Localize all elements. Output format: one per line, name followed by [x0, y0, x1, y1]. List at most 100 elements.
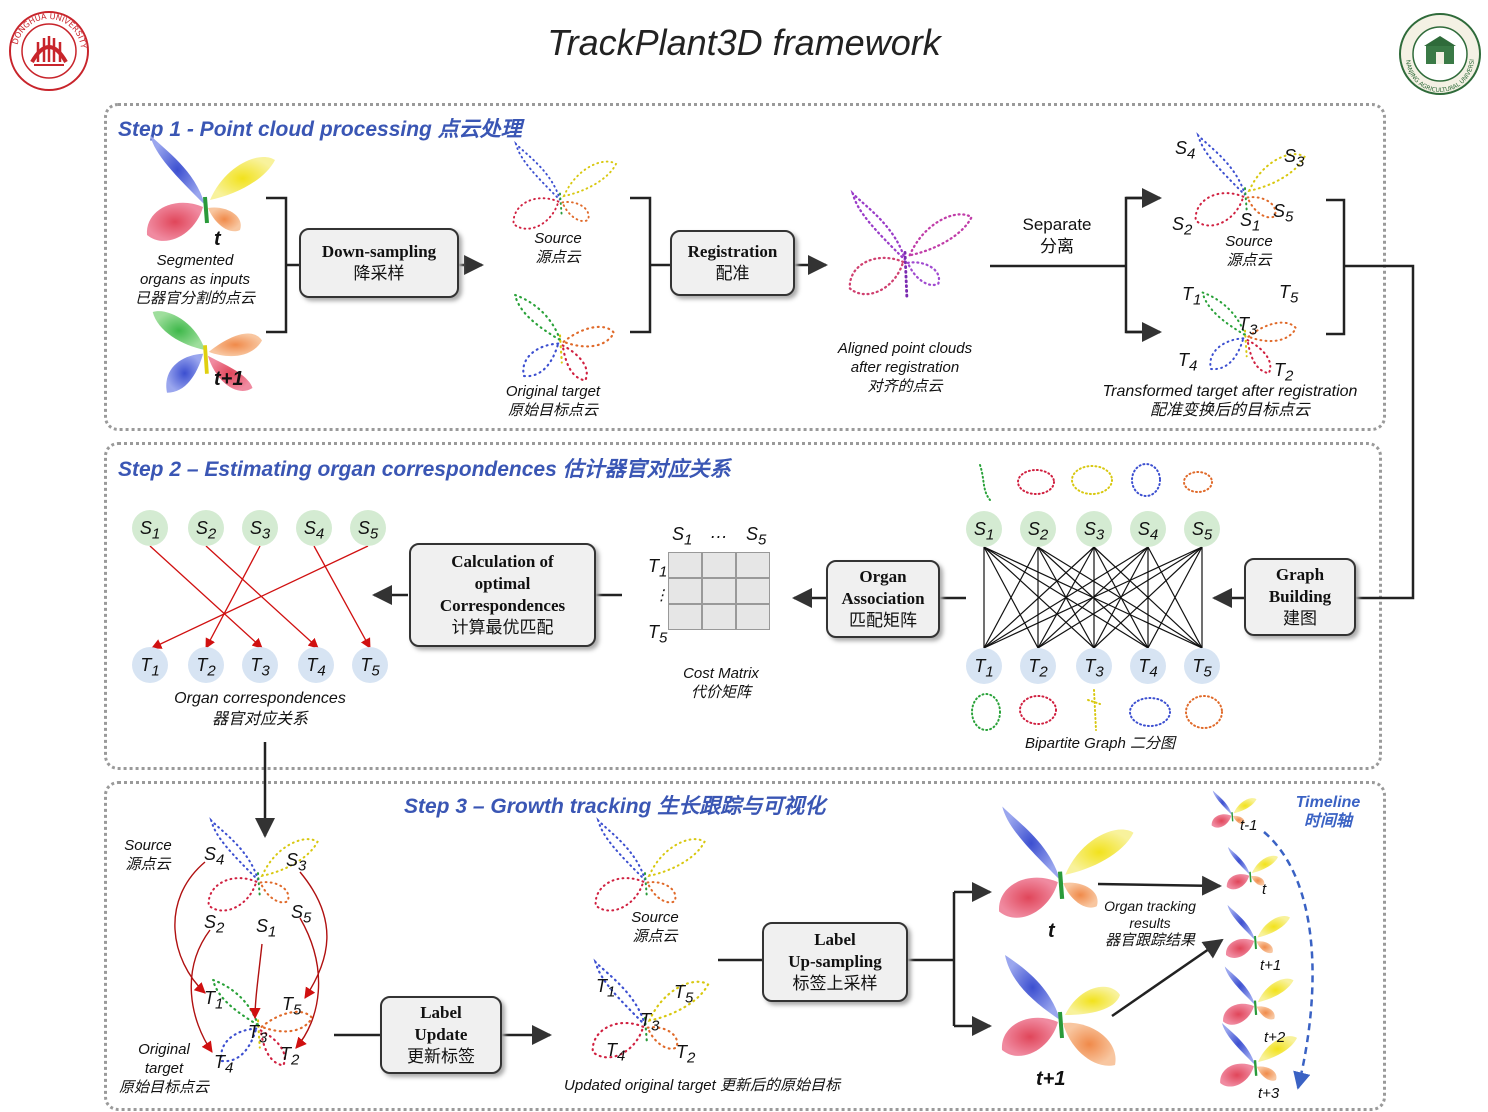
s3-t1-label: T1	[204, 988, 224, 1013]
step3-ot-line1: Original	[138, 1041, 190, 1058]
aligned-line3: 对齐的点云	[867, 378, 943, 395]
matrix-cell	[736, 578, 770, 604]
graph-building-line2: Building	[1268, 587, 1332, 606]
timeline-t-plus-3: t+3	[1258, 1085, 1280, 1102]
corr-t2: T2	[188, 647, 224, 683]
calc-cn: 计算最优匹配	[451, 618, 554, 638]
registration-label: Registration	[687, 242, 778, 261]
cost-matrix	[668, 552, 772, 630]
s1-label: S1	[1240, 210, 1261, 235]
aligned-line1: Aligned point clouds	[837, 340, 973, 357]
step2-title: Step 2 – Estimating organ correspondence…	[118, 458, 731, 481]
cost-matrix-cn: 代价矩阵	[690, 684, 751, 701]
s3-t2-label: T2	[280, 1044, 300, 1069]
matrix-cell	[668, 552, 702, 578]
s3-label: S3	[1284, 146, 1305, 171]
t3-label: T3	[1238, 314, 1258, 339]
original-target-label: Original target 原始目标点云	[486, 382, 620, 420]
downsampling-label-cn: 降采样	[353, 264, 405, 284]
matrix-cell	[702, 604, 736, 630]
upd-t4-label: T4	[606, 1040, 626, 1065]
upsampling-cn: 标签上采样	[792, 974, 878, 994]
calc-box: Calculation of optimal Correspondences 计…	[409, 543, 596, 647]
registration-label-cn: 配准	[715, 264, 750, 284]
s2-label: S2	[1172, 214, 1193, 239]
source2-en: Source	[1225, 233, 1273, 250]
registration-box: Registration 配准	[670, 230, 795, 296]
s3-s2-label: S2	[204, 912, 225, 937]
step3-source-cn: 源点云	[125, 856, 171, 873]
step3-source-en: Source	[124, 837, 172, 854]
step1-input-label: Segmented organs as inputs 已器官分割的点云	[120, 251, 270, 308]
updated-target-label: Updated original target 更新后的原始目标	[564, 1077, 840, 1094]
original-target-en: Original target	[505, 383, 601, 400]
timeline-label: Timeline 时间轴	[1288, 793, 1368, 831]
step3-ot-cn: 原始目标点云	[118, 1079, 209, 1096]
original-target-cn: 原始目标点云	[507, 402, 598, 419]
cost-matrix-en: Cost Matrix	[683, 665, 759, 682]
calc-line3: Correspondences	[439, 596, 566, 615]
aligned-line2: after registration	[850, 359, 960, 376]
corr-s2: S2	[188, 510, 224, 546]
separate-en: Separate	[1022, 215, 1092, 234]
step3-t-label: t	[1048, 920, 1055, 942]
s3-s1-label: S1	[256, 916, 277, 941]
bip-t2: T2	[1020, 648, 1056, 684]
bip-t4: T4	[1130, 648, 1166, 684]
upd-t2-label: T2	[676, 1042, 696, 1067]
separate-cn: 分离	[1040, 237, 1074, 256]
label-update-cn: 更新标签	[407, 1047, 475, 1067]
organ-association-box: Organ Association 匹配矩阵	[826, 560, 940, 638]
matrix-cell	[702, 578, 736, 604]
step3-source2-en: Source	[631, 909, 679, 926]
matrix-col-s5: S5	[746, 524, 767, 549]
s3-t4-label: T4	[214, 1052, 234, 1077]
bipartite-label: Bipartite Graph 二分图	[1024, 735, 1176, 752]
s4-label: S4	[1175, 138, 1196, 163]
step1-title: Step 1 - Point cloud processing 点云处理	[118, 118, 522, 141]
matrix-cell	[668, 578, 702, 604]
organ-corr-cn: 器官对应关系	[211, 711, 308, 728]
step3-source2-cn: 源点云	[632, 928, 678, 945]
page-title: TrackPlant3D framework	[547, 22, 941, 63]
input-label-line3: 已器官分割的点云	[134, 290, 255, 307]
t4-label: T4	[1178, 350, 1198, 375]
bip-s4: S4	[1130, 511, 1166, 547]
matrix-cell	[736, 552, 770, 578]
graph-building-box: Graph Building 建图	[1244, 558, 1356, 636]
organ-association-line1: Organ	[859, 567, 907, 586]
step3-t1-label: t+1	[1036, 1068, 1066, 1090]
step3-original-target: Original target 原始目标点云	[108, 1040, 220, 1097]
matrix-row-t1: T1	[648, 556, 668, 581]
cost-matrix-label: Cost Matrix 代价矩阵	[664, 664, 778, 702]
calc-line1: Calculation of	[451, 552, 554, 571]
label-update-line1: Label	[420, 1003, 462, 1022]
graph-building-line1: Graph	[1275, 565, 1325, 584]
corr-s4: S4	[296, 510, 332, 546]
step3-title: Step 3 – Growth tracking 生长跟踪与可视化	[404, 795, 826, 818]
source2-cn: 源点云	[1226, 252, 1272, 269]
step3-source-label: Source 源点云	[110, 836, 186, 874]
graph-building-cn: 建图	[1283, 609, 1317, 629]
bip-t3: T3	[1076, 648, 1112, 684]
corr-s1: S1	[132, 510, 168, 546]
source-label-cn: 源点云	[535, 249, 581, 266]
t2-label: T2	[1274, 360, 1294, 385]
step3-ot-line2: target	[144, 1060, 184, 1077]
timeline-t-plus-1: t+1	[1260, 957, 1282, 974]
organ-association-line2: Association	[841, 589, 925, 608]
source-label-en: Source	[534, 230, 582, 247]
s3-s3-label: S3	[286, 850, 307, 875]
timeline-en: Timeline	[1295, 794, 1361, 811]
s3-s4-label: S4	[204, 844, 225, 869]
label-update-line2: Update	[414, 1025, 468, 1044]
downsampling-label: Down-sampling	[321, 242, 437, 261]
bip-t5: T5	[1184, 648, 1220, 684]
matrix-row-ellipsis: ⋮	[654, 587, 669, 604]
corr-s5: S5	[350, 510, 386, 546]
t1-label: T1	[1182, 284, 1202, 309]
timeline-t-minus-1: t-1	[1240, 817, 1258, 834]
timeline-cn: 时间轴	[1303, 813, 1352, 830]
timeline-t-plus-2: t+2	[1264, 1029, 1286, 1046]
input-label-line2: organs as inputs	[139, 271, 251, 288]
